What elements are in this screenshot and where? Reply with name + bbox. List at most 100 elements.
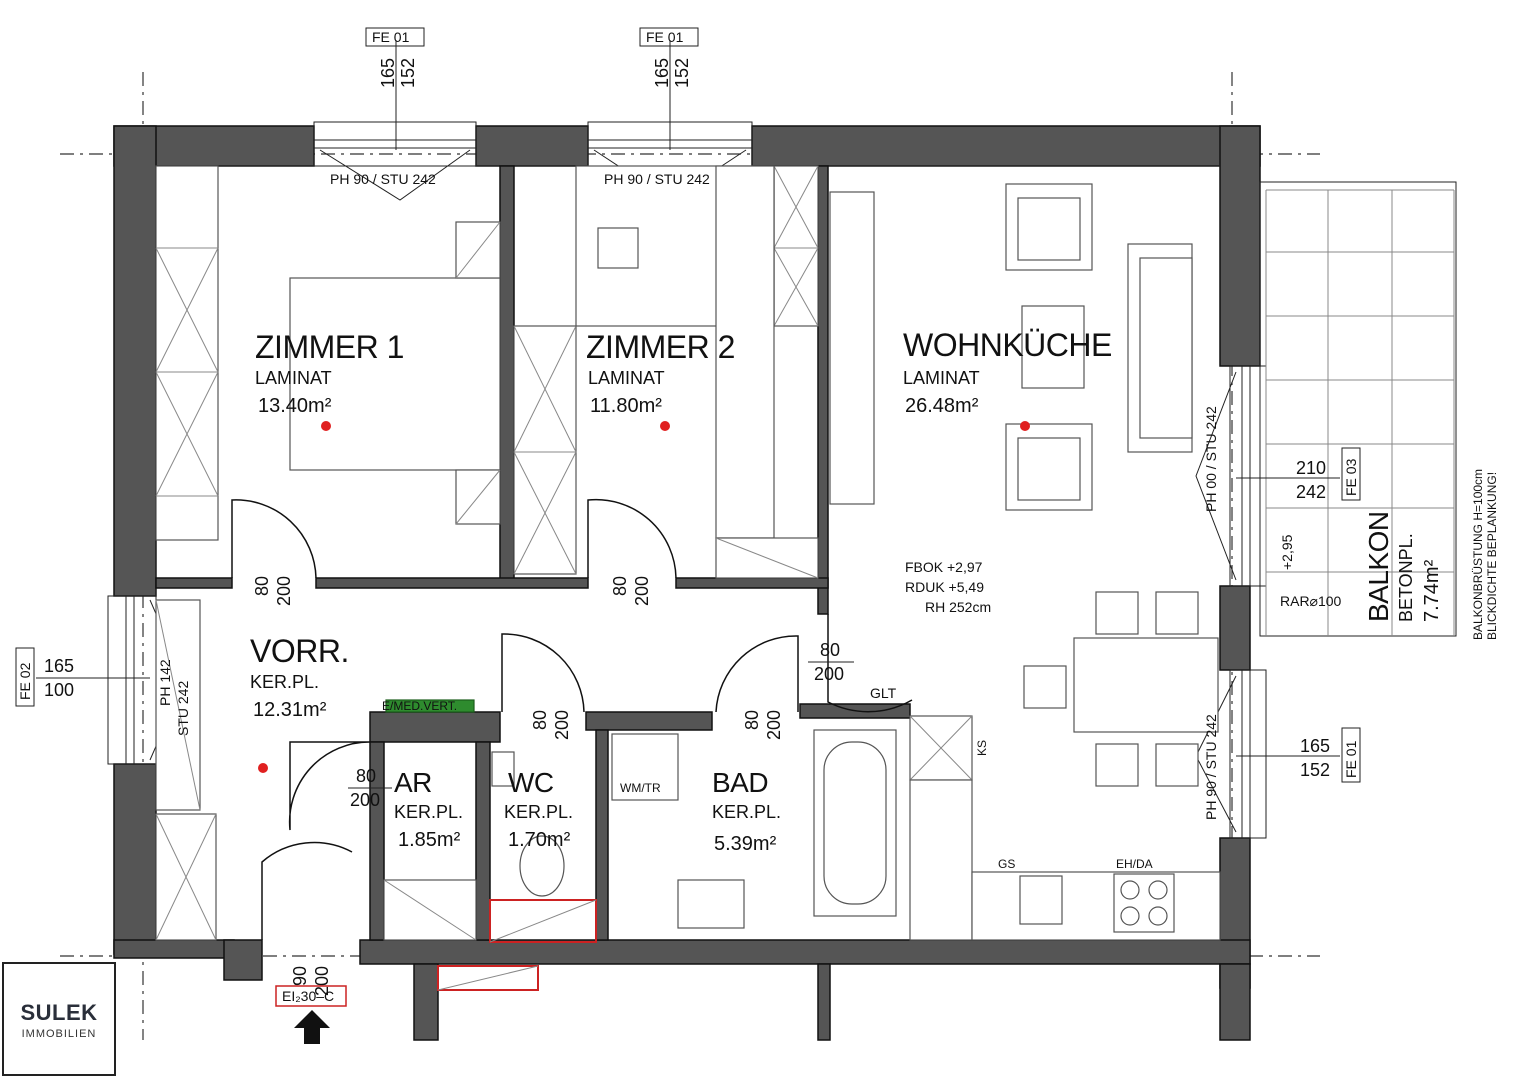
door-dim-7: 90 200 — [290, 966, 332, 996]
room-floor-ar: KER.PL. — [394, 802, 463, 822]
ks-label: KS — [975, 740, 989, 756]
room-height: RH 252cm — [925, 599, 991, 615]
room-name-wc: WC — [508, 767, 554, 798]
balcony — [1259, 181, 1457, 637]
room-floor-vorr: KER.PL. — [250, 672, 319, 692]
svg-text:80: 80 — [530, 710, 550, 730]
window-tag-box-5 — [1341, 727, 1361, 783]
med-vert-label: E/MED.VERT. — [382, 699, 457, 713]
level-fbok: FBOK +2,97 — [905, 559, 983, 575]
entry-tag-box — [275, 985, 347, 1007]
room-area-balkon: 7.74m² — [1421, 559, 1443, 622]
balkon-note-1: BALKONBRÜSTUNG H=100cm — [1471, 469, 1485, 640]
window-dim-5-bottom: 152 — [1300, 760, 1330, 780]
window-tag-2: FE 01 — [646, 29, 684, 45]
window-tag-1: FE 01 — [372, 29, 410, 45]
svg-text:PH 00 / STU 242: PH 00 / STU 242 — [1203, 406, 1219, 512]
ks-group: KS — [975, 740, 989, 756]
room-floor-balkon: BETONPL. — [1396, 533, 1416, 622]
entry-door-tag: EI₂30–C — [282, 988, 334, 1004]
room-name-zimmer1: ZIMMER 1 — [255, 329, 404, 365]
door-dim-6-w: 80 — [356, 766, 376, 786]
svg-text:80: 80 — [610, 576, 630, 596]
window-note-4-group: PH 00 / STU 242 — [1203, 406, 1219, 512]
windows — [107, 121, 1267, 839]
svg-text:152: 152 — [672, 58, 692, 88]
window-dim-1: 165 152 — [378, 58, 418, 88]
window-dim-5-top: 165 — [1300, 736, 1330, 756]
furniture — [289, 165, 1221, 941]
window-leaders — [36, 40, 1340, 757]
window-tag-box-3 — [15, 647, 35, 707]
sulek-logo: SULEK IMMOBILIEN — [2, 962, 116, 1076]
rainwater-drain: RAR⌀100 — [1280, 593, 1342, 609]
door-dim-4: 80 200 — [530, 710, 572, 740]
door-dim-3-w: 80 — [820, 640, 840, 660]
svg-text:STU 242: STU 242 — [175, 681, 191, 736]
svg-text:165: 165 — [378, 58, 398, 88]
room-name-vorr: VORR. — [250, 633, 349, 669]
wm-tr-label: WM/TR — [620, 781, 661, 795]
window-tag-4: FE 03 — [1343, 458, 1359, 496]
balkon-label-group: BALKON BETONPL. 7.74m² — [1363, 511, 1443, 622]
gs-label: GS — [998, 857, 1015, 871]
window-note-1: PH 90 / STU 242 — [330, 171, 436, 187]
svg-text:PH 90 / STU 242: PH 90 / STU 242 — [1203, 714, 1219, 820]
room-area-zimmer1: 13.40m² — [258, 395, 332, 417]
window-dim-3-top: 165 — [44, 656, 74, 676]
window-dim-3-bottom: 100 — [44, 680, 74, 700]
door-dim-6-h: 200 — [350, 790, 380, 810]
room-name-wohnkueche: WOHNKÜCHE — [903, 327, 1112, 363]
balkon-note-group: BALKONBRÜSTUNG H=100cm BLICKDICHTE BEPLA… — [1471, 469, 1499, 640]
door-dim-1: 80 200 — [252, 576, 294, 606]
room-area-wc: 1.70m² — [508, 829, 571, 851]
room-name-balkon: BALKON — [1363, 511, 1394, 622]
room-area-ar: 1.85m² — [398, 829, 461, 851]
door-dim-3-h: 200 — [814, 664, 844, 684]
balkon-level: +2,95 — [1279, 534, 1295, 570]
room-name-zimmer2: ZIMMER 2 — [586, 329, 735, 365]
window-tag-4-group: FE 03 — [1343, 458, 1359, 496]
logo-sub: IMMOBILIEN — [21, 1028, 97, 1040]
window-tag-box-2 — [639, 27, 699, 47]
window-tag-3: FE 02 — [17, 662, 33, 700]
door-type-3: GLT — [870, 685, 897, 701]
svg-text:80: 80 — [742, 710, 762, 730]
door-swings — [231, 498, 913, 940]
svg-text:200: 200 — [764, 710, 784, 740]
window-tag-3-group: FE 02 — [17, 662, 33, 700]
window-dim-2: 165 152 — [652, 58, 692, 88]
svg-text:PH 142: PH 142 — [157, 659, 173, 706]
window-note-5-group: PH 90 / STU 242 — [1203, 714, 1219, 820]
svg-text:80: 80 — [252, 576, 272, 596]
svg-text:200: 200 — [552, 710, 572, 740]
entry-arrow-icon — [294, 1010, 330, 1044]
window-note-2: PH 90 / STU 242 — [604, 171, 710, 187]
room-area-vorr: 12.31m² — [253, 699, 327, 721]
door-dim-2: 80 200 — [610, 576, 652, 606]
window-tag-5-group: FE 01 — [1343, 740, 1359, 778]
room-name-bad: BAD — [712, 767, 768, 798]
ceiling-markers — [258, 421, 1030, 773]
wardrobes — [155, 165, 819, 941]
room-name-ar: AR — [394, 767, 432, 798]
svg-text:90: 90 — [290, 966, 310, 986]
balkon-level-group: +2,95 — [1279, 534, 1295, 570]
room-floor-wc: KER.PL. — [504, 802, 573, 822]
window-dim-4-bottom: 242 — [1296, 482, 1326, 502]
room-floor-bad: KER.PL. — [712, 802, 781, 822]
svg-text:200: 200 — [274, 576, 294, 606]
svg-text:200: 200 — [312, 966, 332, 996]
svg-text:165: 165 — [652, 58, 672, 88]
room-area-bad: 5.39m² — [714, 833, 777, 855]
logo-name: SULEK — [20, 1000, 98, 1025]
room-floor-zimmer1: LAMINAT — [255, 368, 332, 388]
window-tag-box-1 — [365, 27, 425, 47]
outer-walls — [113, 125, 1261, 1041]
shafts — [437, 899, 597, 991]
window-note-3-group: PH 142 STU 242 — [157, 659, 191, 736]
room-floor-wohnkueche: LAMINAT — [903, 368, 980, 388]
level-rduk: RDUK +5,49 — [905, 579, 984, 595]
interior-walls — [155, 165, 1251, 1041]
